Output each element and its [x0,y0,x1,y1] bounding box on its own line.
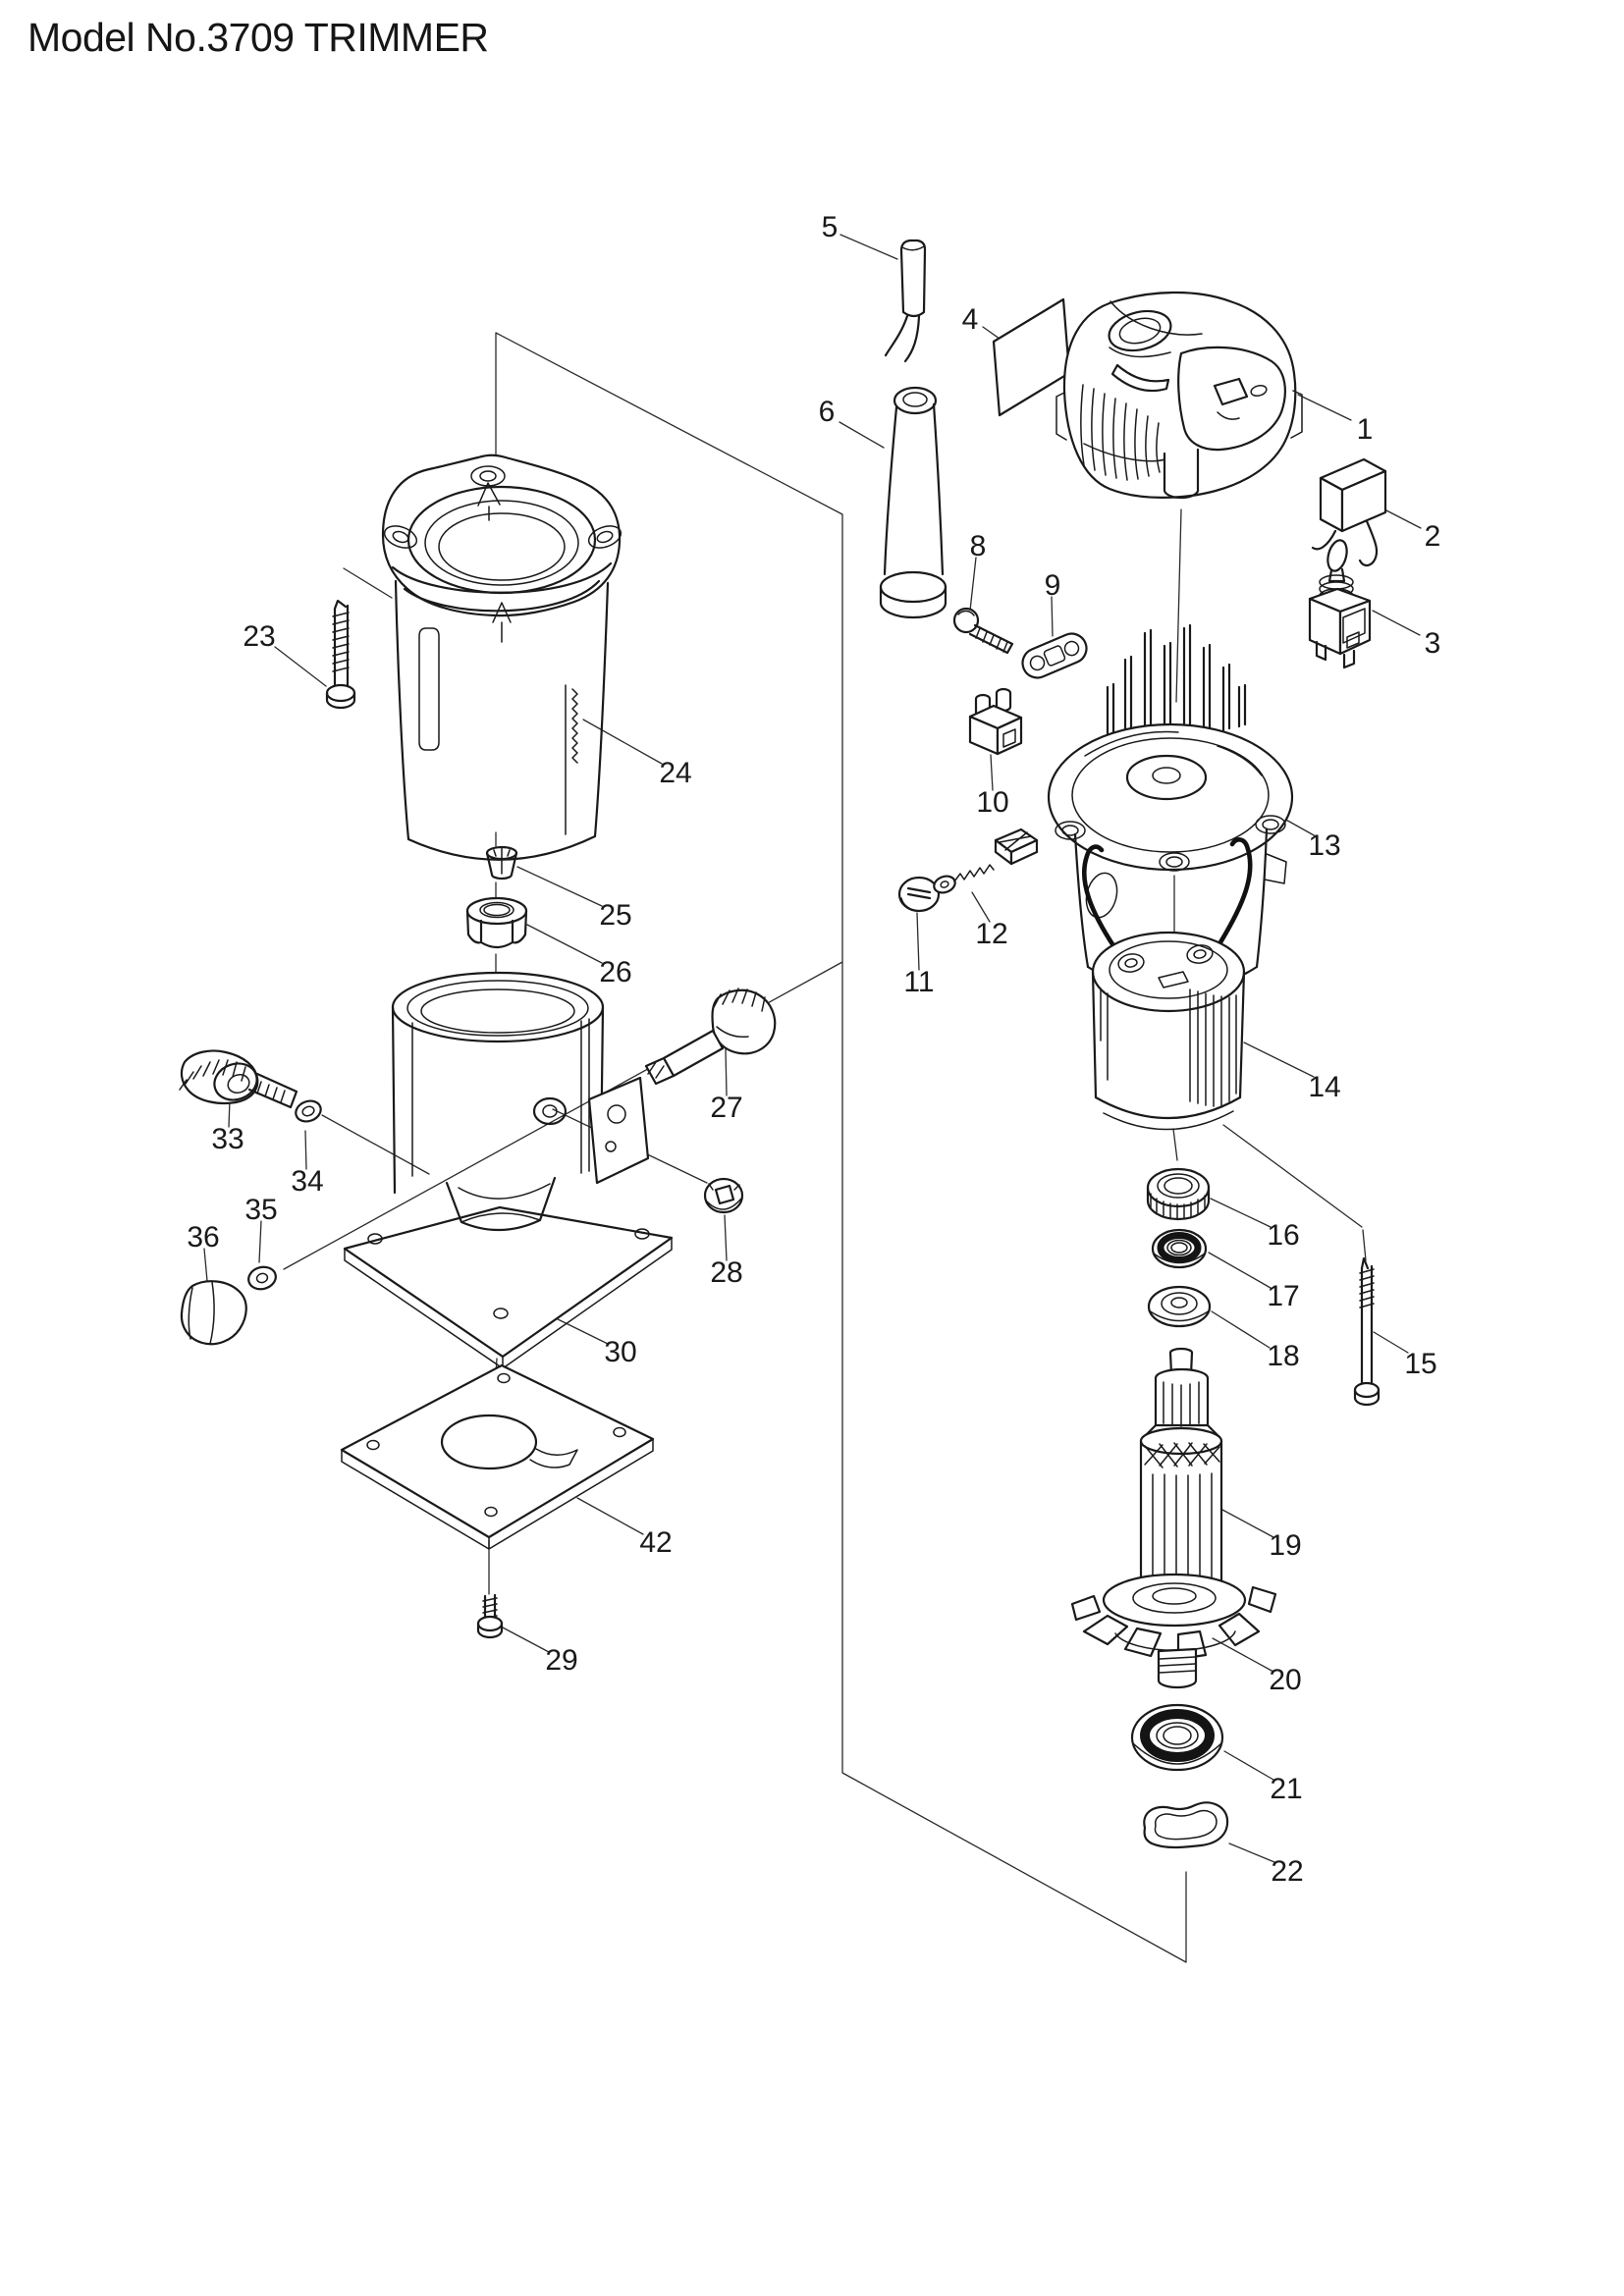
part-drawing-24 [381,454,623,861]
part-label-36: 36 [187,1221,219,1254]
part-label-29: 29 [545,1644,577,1677]
part-drawing-20 [1070,1573,1277,1689]
part-label-18: 18 [1267,1340,1299,1372]
part-drawing-14 [1081,837,1253,1131]
part-label-14: 14 [1308,1071,1340,1103]
part-label-20: 20 [1269,1664,1301,1696]
part-label-4: 4 [962,303,979,336]
part-drawing-25 [485,845,518,881]
part-label-10: 10 [976,786,1008,819]
part-drawing-22 [1143,1801,1229,1849]
part-drawing-11 [897,876,941,913]
part-drawing-17 [1151,1228,1208,1269]
part-drawing-6 [879,386,947,619]
part-drawing-33 [179,1049,298,1109]
part-drawing-34 [295,1099,322,1123]
part-drawing-23 [325,599,356,710]
part-label-15: 15 [1404,1348,1436,1380]
part-drawing-36 [180,1280,247,1346]
part-label-6: 6 [819,396,836,428]
page-title: Model No.3709 TRIMMER [27,15,489,60]
part-drawing-15 [1353,1256,1380,1407]
leader-lines [203,234,1422,1863]
part-drawing-4 [992,297,1071,417]
part-drawing-19 [1139,1347,1223,1595]
part-drawing-29 [476,1593,504,1639]
part-label-42: 42 [639,1526,672,1559]
part-drawing-27 [644,988,777,1086]
part-drawing-21 [1130,1703,1224,1772]
part-label-16: 16 [1267,1219,1299,1252]
part-drawing-1 [1056,291,1303,500]
part-label-22: 22 [1271,1855,1303,1888]
part-drawing-28 [703,1177,744,1214]
part-label-5: 5 [822,211,839,243]
part-label-9: 9 [1045,569,1061,602]
part-drawing-18 [1147,1285,1212,1328]
part-drawing-35 [247,1265,277,1291]
part-label-35: 35 [244,1194,277,1226]
part-label-34: 34 [291,1165,323,1198]
part-label-25: 25 [599,899,631,932]
part-label-17: 17 [1267,1280,1299,1312]
part-label-12: 12 [975,918,1007,950]
part-drawing-8 [952,607,1014,655]
part-drawing-9 [1021,632,1088,679]
part-drawing-42 [340,1363,655,1550]
part-label-19: 19 [1269,1529,1301,1562]
part-drawing-5 [884,239,927,363]
part-label-26: 26 [599,956,631,988]
part-drawing-26 [465,896,528,949]
part-label-28: 28 [710,1256,742,1289]
part-label-11: 11 [903,966,934,998]
part-label-8: 8 [970,530,987,562]
part-label-21: 21 [1270,1773,1302,1805]
part-label-1: 1 [1357,413,1374,446]
part-drawing-3 [1308,539,1372,669]
part-label-27: 27 [710,1092,742,1124]
part-label-30: 30 [604,1336,636,1368]
part-drawing-2 [1311,457,1387,567]
part-label-33: 33 [211,1123,244,1155]
part-labels: 1 2 3 4 5 6 8 9 10 11 12 13 14 15 16 17 … [187,211,1440,1888]
part-label-23: 23 [243,620,275,653]
part-drawing-30 [343,971,674,1369]
part-drawing-16 [1146,1167,1211,1221]
part-drawing-10 [968,687,1023,756]
part-label-3: 3 [1425,627,1441,660]
part-label-2: 2 [1425,520,1441,553]
part-label-24: 24 [659,757,691,789]
part-label-13: 13 [1308,829,1340,862]
part-drawing-12 [933,828,1039,894]
